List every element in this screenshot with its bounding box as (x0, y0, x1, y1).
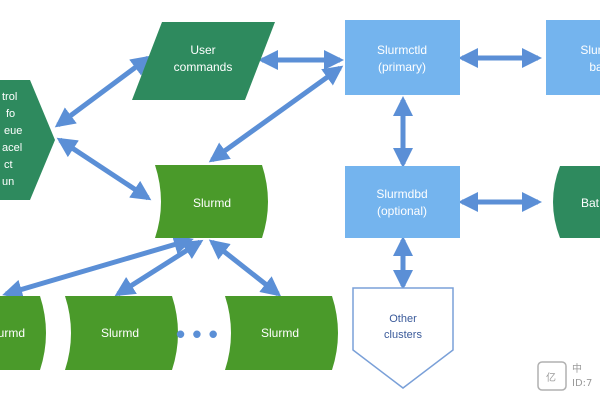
watermark-logo-icon (537, 361, 567, 391)
command-item: fo (6, 108, 15, 120)
slurmd-row-node (225, 296, 338, 370)
backup-label-1: Slurm (580, 43, 600, 57)
slurmd-row-label: Slurmd (0, 326, 25, 340)
arrow-commands-to-slurmd (56, 137, 152, 201)
slurmd-row-label: Slurmd (261, 326, 299, 340)
database-label: Bat (581, 196, 600, 210)
slurmctld-backup-node: Slurm ba (546, 20, 600, 95)
user-commands-label-2: commands (174, 60, 233, 74)
watermark-text-1: 中 (572, 362, 582, 375)
slurmd-row-label: Slurmd (101, 326, 139, 340)
watermark: 亿 中 ID:7 (537, 361, 592, 391)
command-item: ct (4, 159, 13, 171)
database-node: Bat (553, 166, 600, 238)
arrow-commands-to-user (54, 55, 152, 128)
commands-hexagon: trol fo eue acel ct un (0, 80, 55, 200)
watermark-glyph: 亿 (546, 371, 556, 384)
other-clusters-label-2: clusters (384, 329, 422, 341)
command-item: acel (2, 142, 22, 154)
arrow-slurmd-to-slurmctld (208, 65, 344, 163)
user-commands-label-1: User (190, 43, 215, 57)
slurmd-row-node (65, 296, 178, 370)
command-item: trol (2, 91, 17, 103)
slurmdbd-label-1: Slurmdbd (376, 187, 427, 201)
other-clusters-label-1: Other (389, 313, 417, 325)
arrow-slurmd-to-row-2 (114, 239, 204, 297)
backup-label-2: ba (589, 60, 600, 74)
slurmd-row: Slurmd Slurmd • • • Slurmd (0, 296, 338, 370)
ellipsis: • • • (176, 319, 218, 349)
slurmctld-label-1: Slurmctld (377, 43, 427, 57)
slurmdbd-label-2: (optional) (377, 204, 427, 218)
slurmdbd-node: Slurmdbd (optional) (345, 166, 460, 238)
arrow-slurmd-to-row-3 (208, 239, 282, 297)
command-item: un (2, 176, 14, 188)
user-commands-node: User commands (132, 22, 275, 100)
other-clusters-node: Other clusters (352, 287, 454, 389)
slurmctld-node: Slurmctld (primary) (345, 20, 460, 95)
slurmd-row-node (0, 296, 46, 370)
slurmctld-label-2: (primary) (378, 60, 426, 74)
arrows (2, 48, 542, 300)
slurmd-main-label: Slurmd (193, 196, 231, 210)
command-item: eue (4, 125, 22, 137)
slurmd-main-node: Slurmd (155, 165, 268, 238)
watermark-text-2: ID:7 (572, 378, 592, 389)
